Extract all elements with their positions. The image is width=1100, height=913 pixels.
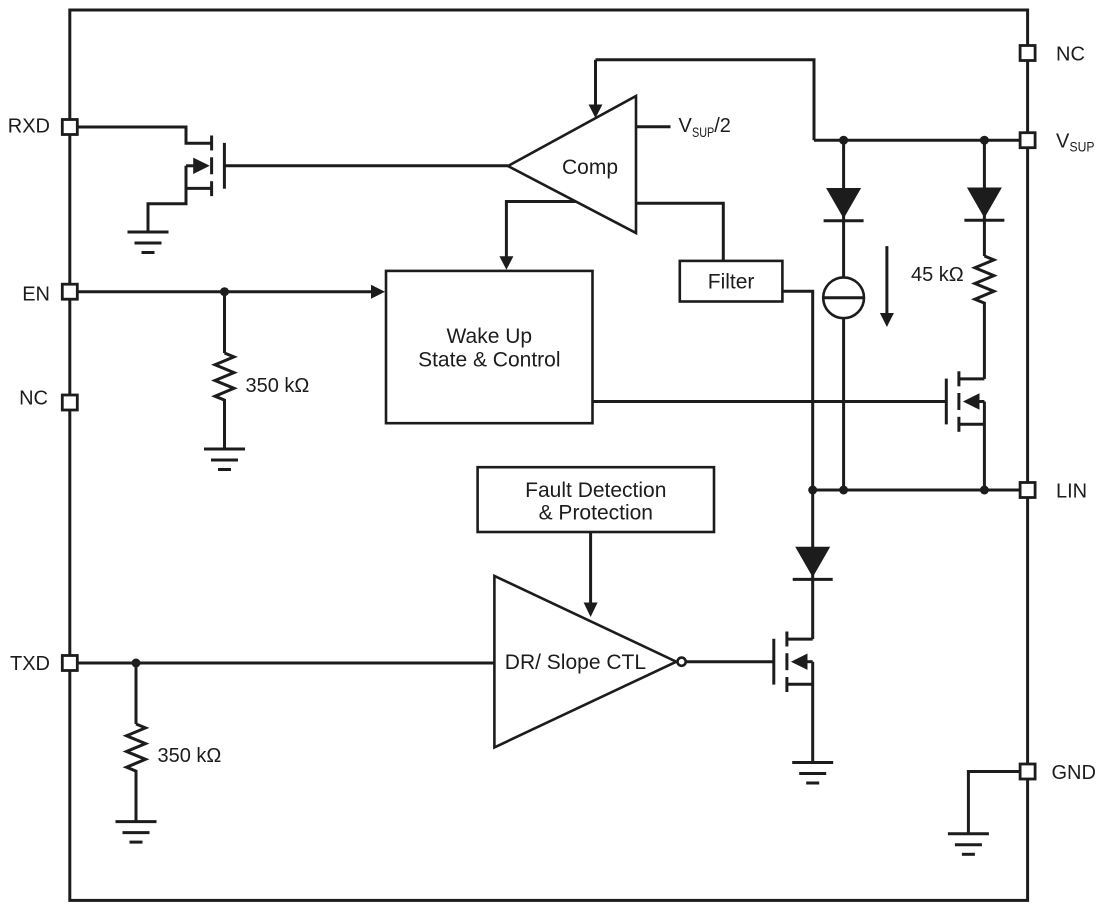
svg-text:350 kΩ: 350 kΩ: [246, 375, 310, 397]
svg-text:350 kΩ: 350 kΩ: [158, 745, 222, 767]
svg-text:GND: GND: [1052, 762, 1096, 784]
svg-text:Fault Detection: Fault Detection: [525, 479, 666, 502]
svg-text:NC: NC: [1056, 44, 1085, 66]
svg-text:Comp: Comp: [562, 156, 618, 179]
svg-text:45 kΩ: 45 kΩ: [911, 264, 964, 286]
svg-text:RXD: RXD: [8, 116, 50, 138]
svg-text:Filter: Filter: [708, 271, 755, 294]
svg-text:EN: EN: [22, 284, 50, 306]
svg-text:SUP: SUP: [692, 124, 714, 140]
svg-text:NC: NC: [19, 388, 48, 410]
svg-text:/2: /2: [714, 115, 731, 137]
svg-text:LIN: LIN: [1056, 481, 1087, 503]
svg-text:State & Control: State & Control: [418, 349, 560, 372]
svg-text:DR/ Slope CTL: DR/ Slope CTL: [505, 651, 646, 674]
svg-text:TXD: TXD: [10, 653, 50, 675]
svg-text:& Protection: & Protection: [539, 502, 653, 525]
svg-text:Wake Up: Wake Up: [447, 325, 533, 348]
svg-text:V: V: [1056, 131, 1070, 153]
svg-text:V: V: [679, 115, 693, 137]
svg-text:SUP: SUP: [1070, 139, 1095, 155]
